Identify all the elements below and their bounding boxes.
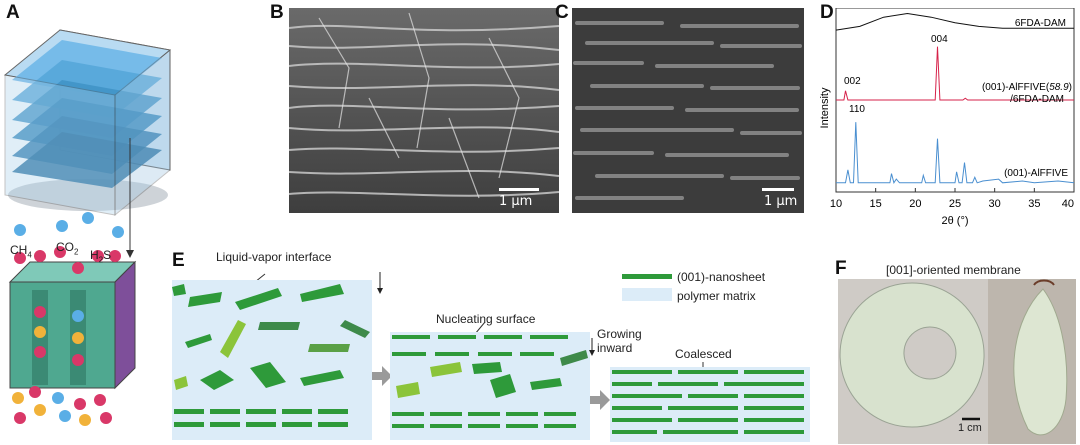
stage-3 [610,367,810,442]
trace-label-composite-line2: /6FDA-DAM [1010,94,1064,105]
sem-texture-c [572,8,804,213]
x-axis-ticks: 10 15 20 25 30 35 40 [830,188,1074,210]
x-axis-label: 2θ (°) [941,215,968,227]
transition-arrow-1 [372,366,392,386]
trace-label-6fda: 6FDA-DAM [1015,18,1066,29]
legend-nanosheet-swatch [622,274,672,279]
scale-label-c: 1 μm [764,194,797,209]
membrane-photo: 1 cm [838,279,1076,444]
membrane-photo-art [838,279,1076,444]
panel-e-schematic [160,262,820,445]
label-ch4: CH4 [10,243,32,259]
scale-label-f: 1 cm [958,422,982,434]
trace-label-composite-line1: (001)-AlFFIVE(58.9) [982,82,1072,93]
stage-1 [172,272,383,440]
panel-label-f: F [835,258,847,280]
membrane-title: [001]-oriented membrane [886,263,1021,277]
panel-label-c: C [555,2,569,24]
trace-label-alffive: (001)-AlFFIVE [1004,168,1068,179]
panel-a-schematic [0,20,175,445]
channel-block-side [115,262,135,388]
peak-label-110: 110 [849,104,865,115]
y-axis-label: Intensity [819,87,831,128]
box-front-face [5,75,115,215]
sem-texture-b [289,8,559,213]
channel-block-top [10,262,135,282]
panel-label-b: B [270,2,284,24]
stage-2 [390,332,595,440]
xrd-chart: 10 15 20 25 30 35 40 Intensity 2θ (°) 6FDA-DAM… [816,8,1078,230]
x-tick-label: 30 [989,198,1001,210]
peak-label-004: 004 [931,34,948,45]
x-tick-label: 15 [870,198,882,210]
sem-image-surface: 1 μm [572,8,804,213]
peak-label-002: 002 [844,76,861,87]
x-tick-label: 20 [909,198,921,210]
x-tick-label: 10 [830,198,842,210]
sem-image-cross-section: 1 μm [289,8,559,213]
legend-polymer-swatch [622,288,672,301]
scale-bar-b [499,188,539,191]
scale-bar-c [762,188,794,191]
scale-label-b: 1 μm [499,194,532,209]
channel-block-front [10,282,115,388]
label-co2: CO2 [56,240,78,256]
x-tick-label: 25 [949,198,961,210]
x-tick-label: 40 [1062,198,1074,210]
x-tick-label: 35 [1028,198,1040,210]
label-h2s: H2S [90,248,111,264]
transition-arrow-2 [590,390,610,410]
